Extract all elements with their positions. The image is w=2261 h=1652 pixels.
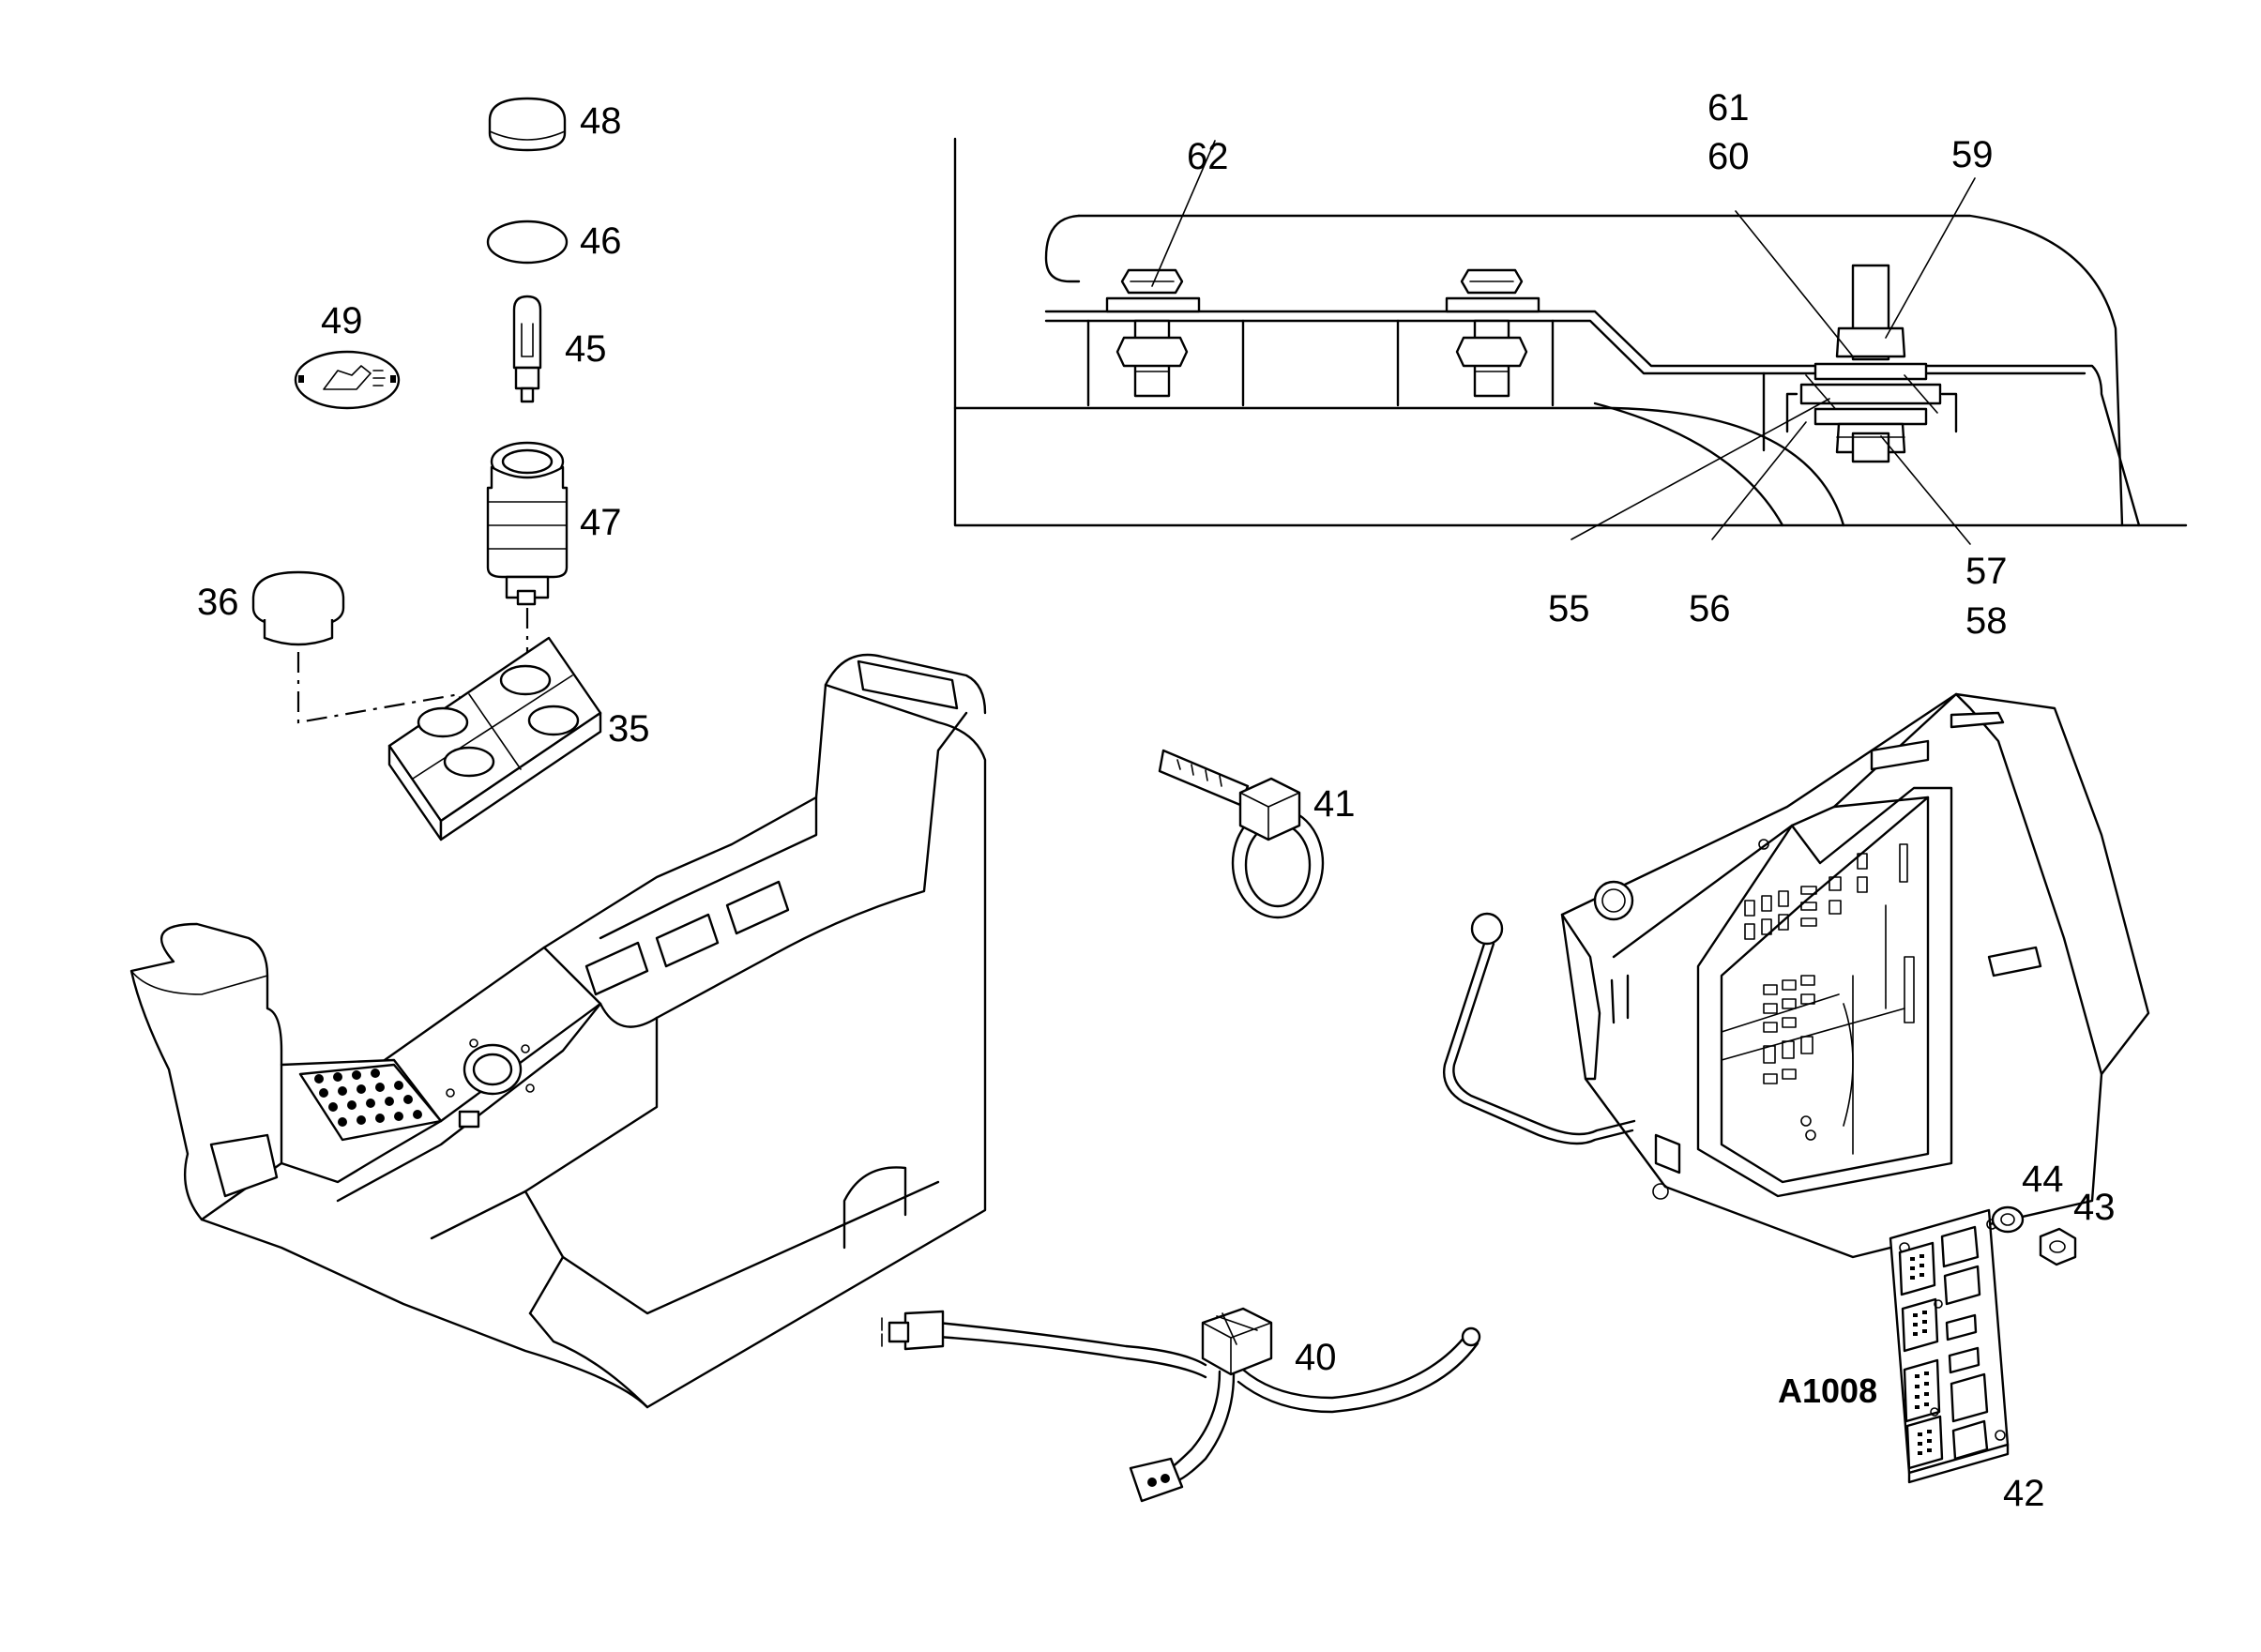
callout-59: 59 (1951, 134, 1994, 175)
cable-tie-41 (1158, 749, 1325, 919)
callout-61: 61 (1707, 87, 1750, 129)
callout-36: 36 (197, 582, 239, 623)
circuit-board-42 (1889, 1208, 2010, 1484)
callout-49: 49 (321, 300, 363, 341)
callout-47: 47 (580, 502, 622, 543)
washer-44 (1991, 1205, 2025, 1234)
callout-35: 35 (608, 708, 650, 750)
cap-48 (488, 97, 567, 152)
callout-56: 56 (1689, 588, 1731, 629)
callout-40: 40 (1295, 1337, 1337, 1378)
callout-60: 60 (1707, 136, 1750, 177)
wire-harness-40 (881, 1307, 1481, 1503)
panel-35 (387, 636, 602, 841)
callout-57: 57 (1965, 551, 2008, 592)
callout-43: 43 (2073, 1187, 2116, 1228)
mounting-detail-view (953, 137, 2188, 545)
callout-55: 55 (1548, 588, 1590, 629)
plug-36 (251, 570, 345, 646)
callout-46: 46 (580, 220, 622, 262)
callout-62: 62 (1187, 136, 1229, 177)
control-console (129, 653, 987, 1409)
pcb-housing (1443, 692, 2150, 1259)
callout-58: 58 (1965, 600, 2008, 642)
bulb-45 (512, 295, 542, 403)
nut-43 (2039, 1227, 2077, 1266)
callout-44: 44 (2022, 1159, 2064, 1200)
callout-41: 41 (1313, 783, 1356, 825)
decal-49 (294, 350, 401, 410)
callout-45: 45 (565, 328, 607, 370)
socket-47 (486, 441, 569, 606)
seal-ring-46 (486, 220, 569, 265)
callout-48: 48 (580, 100, 622, 142)
board-designation-a1008: A1008 (1778, 1372, 1877, 1410)
callout-42: 42 (2003, 1473, 2045, 1514)
